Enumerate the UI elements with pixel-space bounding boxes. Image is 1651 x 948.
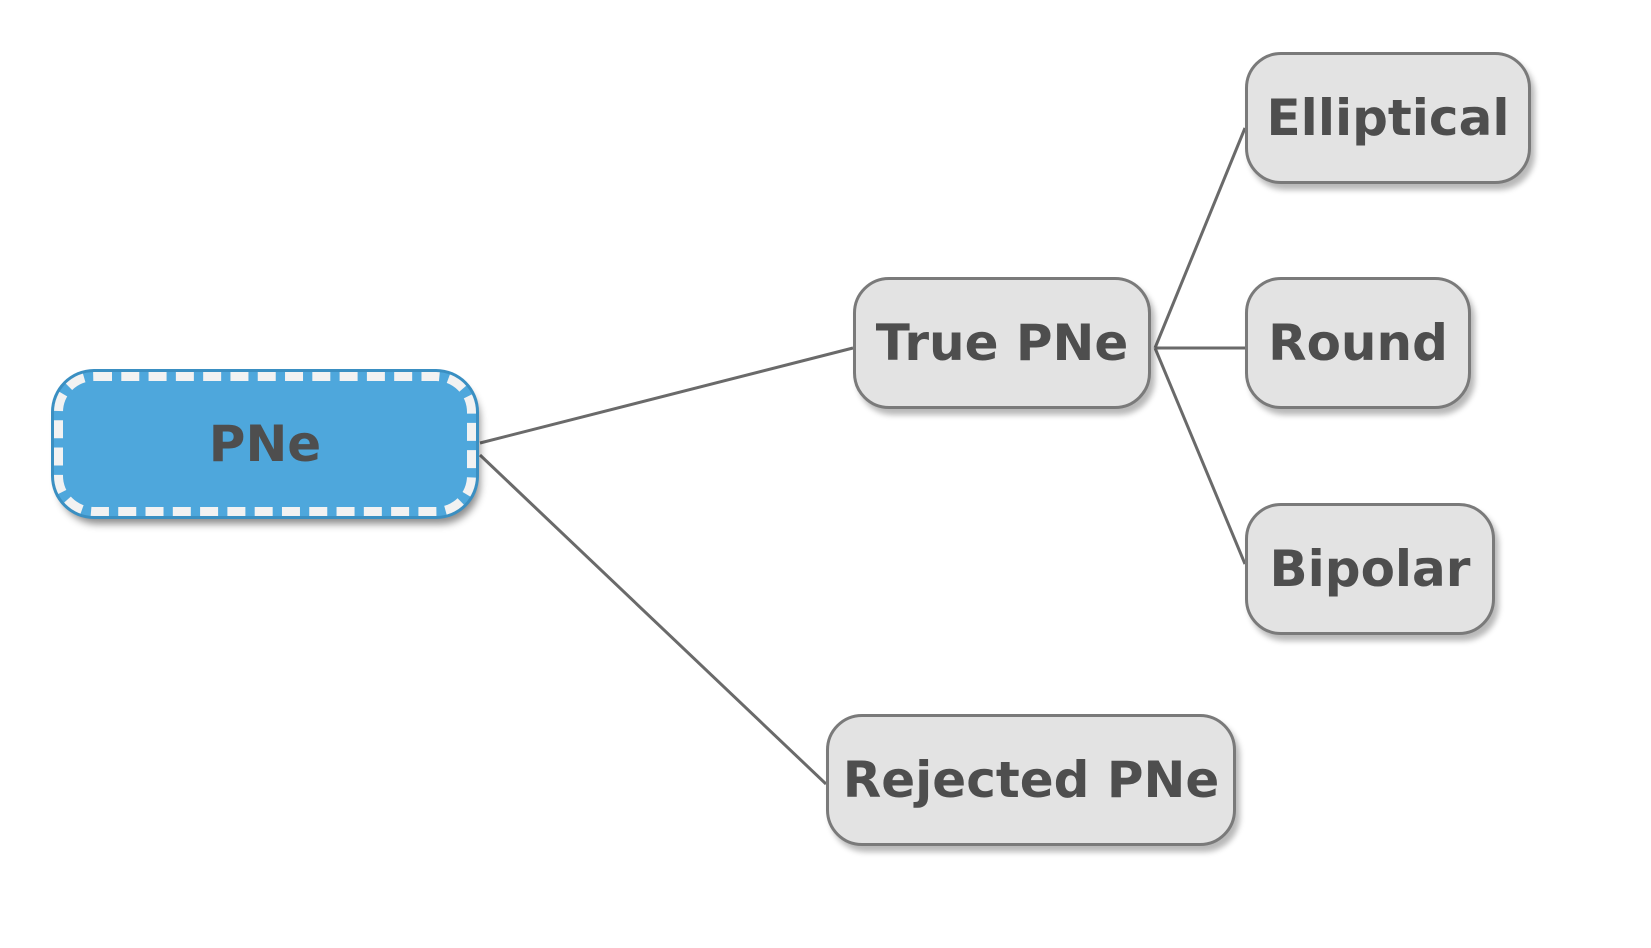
node-elliptical-label: Elliptical: [1266, 89, 1510, 147]
edge-true-pne-elliptical: [1153, 127, 1247, 349]
node-true-pne-label: True PNe: [875, 314, 1129, 372]
node-round-label: Round: [1268, 314, 1448, 372]
node-elliptical[interactable]: Elliptical: [1245, 52, 1531, 184]
node-bipolar[interactable]: Bipolar: [1245, 503, 1495, 635]
node-pne-label: PNe: [208, 415, 322, 473]
edge-pne-true-pne: [479, 346, 854, 445]
edge-true-pne-bipolar: [1153, 347, 1247, 565]
node-rejected-pne[interactable]: Rejected PNe: [826, 714, 1236, 846]
node-bipolar-label: Bipolar: [1269, 540, 1471, 598]
edge-pne-rejected-pne: [478, 453, 828, 786]
node-rejected-pne-label: Rejected PNe: [842, 751, 1220, 809]
node-true-pne[interactable]: True PNe: [853, 277, 1151, 409]
node-pne[interactable]: PNe: [54, 372, 476, 516]
node-round[interactable]: Round: [1245, 277, 1471, 409]
